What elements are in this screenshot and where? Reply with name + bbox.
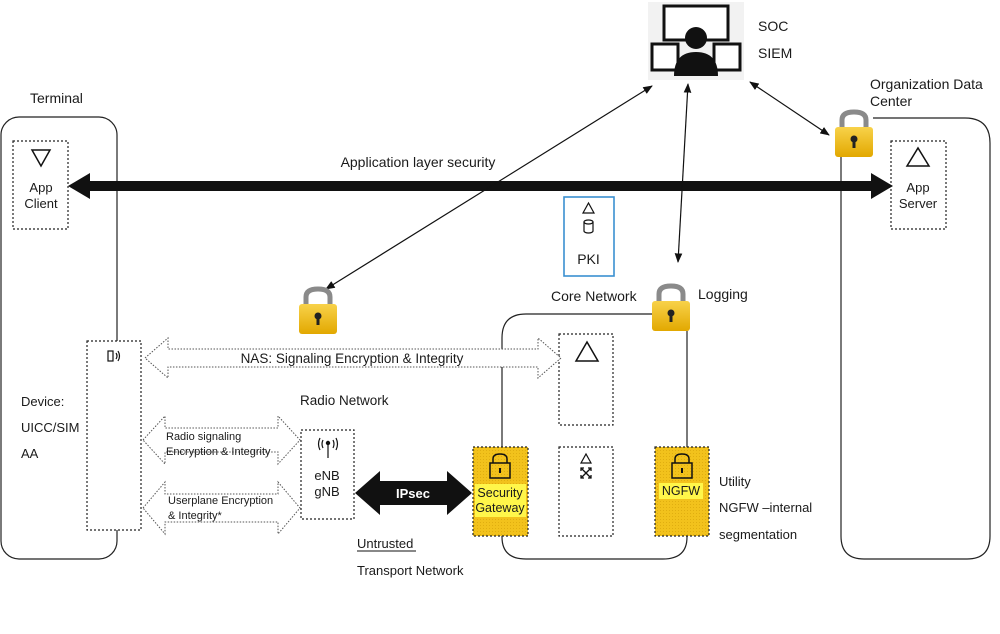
radio-signaling-line2: Encryption & Integrity (166, 446, 271, 458)
security-gateway: Security Gateway (472, 446, 529, 537)
org-data-center-container (840, 117, 991, 560)
core-node-function (558, 333, 614, 426)
ipsec-arrow (355, 471, 472, 515)
app-client-line1: App (29, 180, 52, 195)
ngfw-label: NGFW (662, 484, 700, 498)
soc-label: SOC (758, 18, 788, 34)
pki-label: PKI (577, 251, 600, 267)
device-line3: AA (21, 446, 39, 461)
transport-line1: Untrusted (357, 536, 413, 551)
device-line2: UICC/SIM (21, 420, 80, 435)
soc-siem-group: SOC SIEM (648, 2, 792, 80)
radio-signaling-line1: Radio signaling (166, 431, 241, 443)
triangle-down-icon (30, 149, 52, 168)
lock-icon (835, 109, 873, 157)
gnb-label: gNB (314, 484, 339, 499)
ngfw-box: NGFW (654, 446, 710, 537)
userplane-line2: & Integrity* (168, 510, 223, 522)
lock-icon (652, 283, 690, 331)
app-server: App Server (890, 140, 947, 230)
core-network-container (501, 313, 688, 560)
terminal-title: Terminal (30, 90, 83, 106)
soc-to-lock-arrow (325, 85, 653, 290)
userplane-arrow (142, 480, 301, 536)
phone-signal-icon (107, 350, 121, 362)
radio-signaling-arrow (142, 414, 301, 466)
lock-icon (489, 453, 511, 479)
device-line1: Device: (21, 394, 64, 409)
nas-label: NAS: Signaling Encryption & Integrity (241, 351, 464, 366)
app-client: App Client (12, 140, 69, 230)
application-layer-arrow (68, 173, 893, 199)
core-node-utility (558, 446, 614, 537)
triangle-up-icon (905, 146, 931, 167)
org-title-line1: Organization Data (870, 76, 983, 92)
lock-icon (671, 453, 693, 479)
expand-arrows-icon (580, 467, 592, 479)
soc-to-logging-arrow (674, 83, 692, 263)
device-box (86, 340, 142, 531)
enb-gnb-box: eNB gNB (300, 429, 355, 520)
soc-operator-icon (650, 4, 742, 76)
org-title-line2: Center (870, 93, 912, 109)
ipsec-label: IPsec (396, 486, 430, 501)
app-client-line2: Client (24, 196, 58, 211)
nas-arrow (144, 336, 562, 380)
utility-line2: NGFW –internal (719, 500, 812, 515)
security-gateway-line1: Security (477, 486, 523, 500)
utility-line3: segmentation (719, 527, 797, 542)
terminal-container (0, 116, 118, 560)
app-server-line2: Server (899, 196, 938, 211)
transport-line2: Transport Network (357, 563, 464, 578)
utility-line1: Utility (719, 474, 751, 489)
application-layer-label: Application layer security (341, 154, 496, 170)
antenna-icon (317, 437, 339, 458)
app-server-line1: App (906, 180, 929, 195)
lock-icon (299, 286, 337, 334)
soc-to-datacenter-arrow (749, 81, 830, 136)
triangle-up-icon (574, 340, 600, 362)
radio-network-label: Radio Network (300, 393, 389, 408)
core-network-label: Core Network (551, 288, 638, 304)
pki-box: PKI (563, 196, 615, 277)
security-gateway-line2: Gateway (475, 501, 525, 515)
userplane-line1: Userplane Encryption (168, 495, 273, 507)
enb-label: eNB (314, 468, 339, 483)
logging-label: Logging (698, 286, 748, 302)
siem-label: SIEM (758, 45, 792, 61)
triangle-up-icon (579, 452, 593, 464)
